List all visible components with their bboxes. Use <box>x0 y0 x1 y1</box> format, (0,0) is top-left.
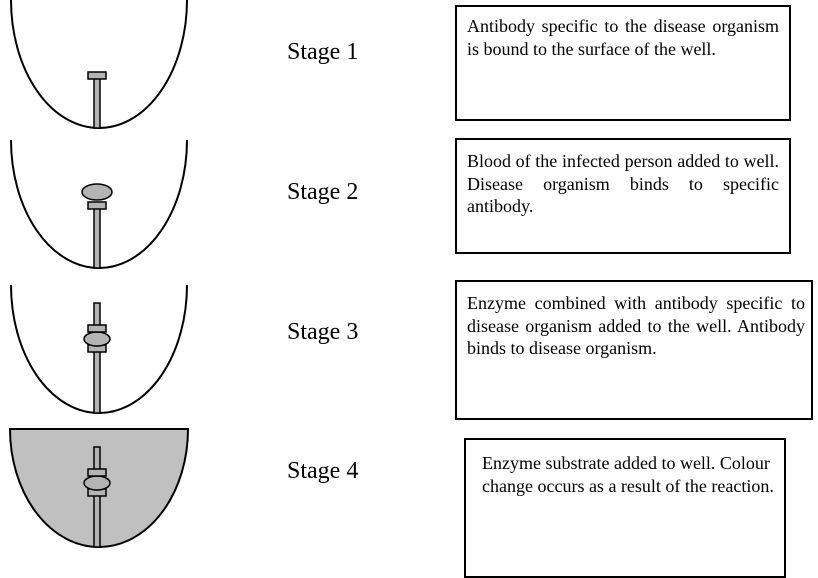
disease-organism-icon <box>83 331 111 347</box>
antibody-icon <box>87 201 107 269</box>
stage-description-box: Enzyme combined with antibody specific t… <box>455 280 813 420</box>
stage-description-box: Antibody specific to the disease organis… <box>455 5 791 121</box>
stage-description: Blood of the infected person added to we… <box>467 151 779 216</box>
stage-description: Enzyme combined with antibody specific t… <box>467 293 805 358</box>
stage-description-box: Blood of the infected person added to we… <box>455 138 791 254</box>
well-stage-1 <box>10 0 188 129</box>
antibody-icon <box>87 71 107 129</box>
stage-label: Stage 4 <box>287 458 359 484</box>
stage-label: Stage 1 <box>287 39 359 65</box>
stage-description-box: Enzyme substrate added to well. Colour c… <box>464 438 786 578</box>
disease-organism-icon <box>83 475 111 491</box>
stage-description: Antibody specific to the disease organis… <box>467 16 779 59</box>
stage-description: Enzyme substrate added to well. Colour c… <box>482 453 774 496</box>
stage-label: Stage 3 <box>287 319 359 345</box>
enzyme-antibody-icon <box>87 302 107 333</box>
enzyme-antibody-icon <box>87 446 107 477</box>
well-stage-4 <box>8 428 190 548</box>
disease-organism-icon <box>81 183 113 201</box>
stage-label: Stage 2 <box>287 179 359 205</box>
well-stage-3 <box>10 284 188 414</box>
well-stage-2 <box>10 139 188 269</box>
